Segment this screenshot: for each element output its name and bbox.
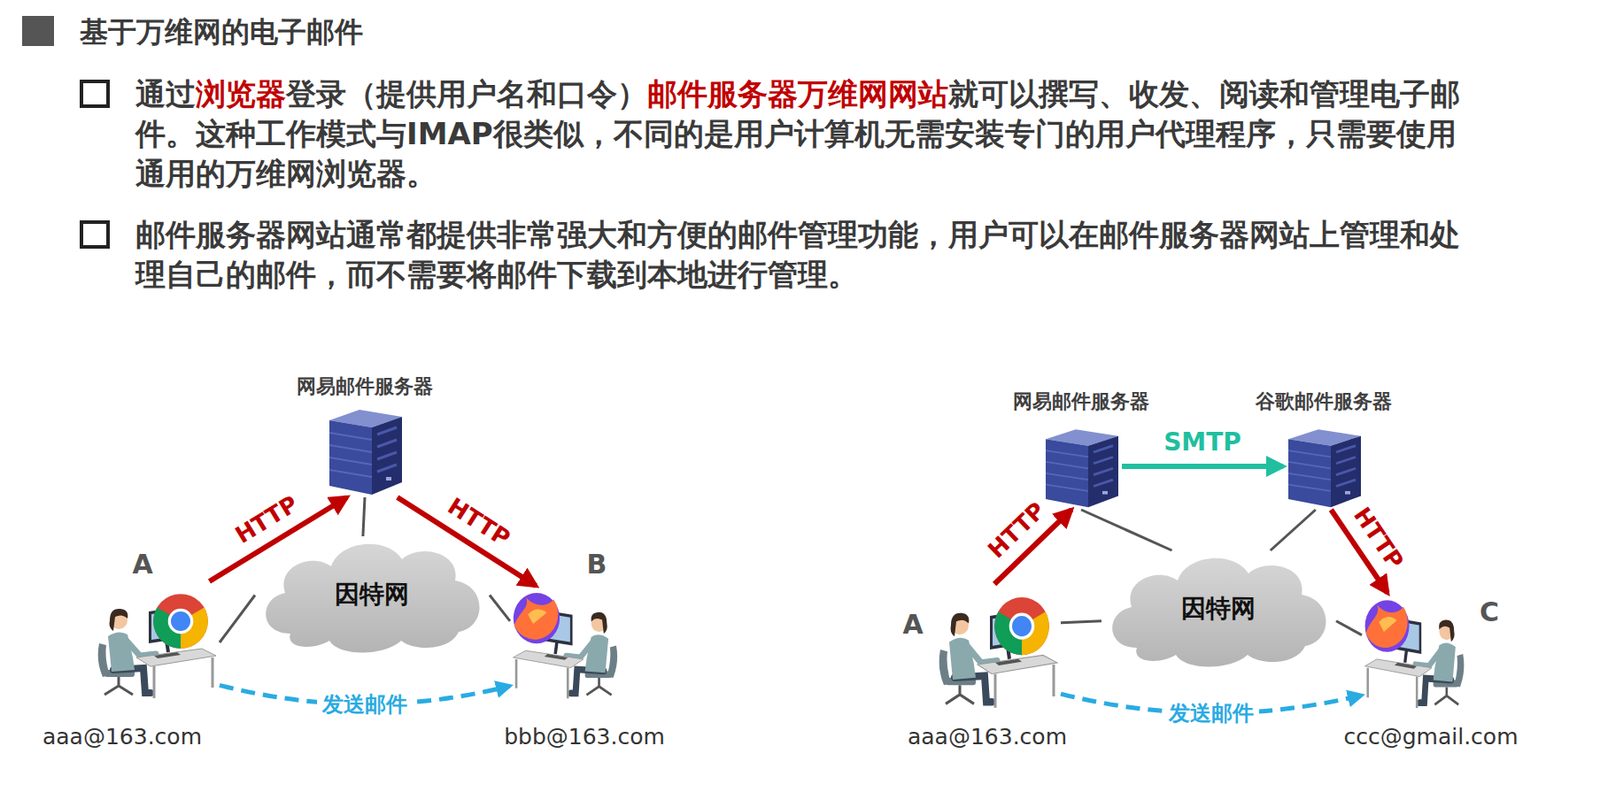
email-label: aaa@163.com <box>907 724 1067 750</box>
edge-label: HTTP <box>230 490 302 549</box>
letter-label: B <box>587 548 608 580</box>
network-link <box>1270 510 1316 551</box>
protocol-arrow <box>1121 463 1284 470</box>
edge-label: 发送邮件 <box>1163 699 1260 728</box>
letter-label: A <box>902 609 923 641</box>
body-text: 登录（提供用户名和口令） <box>285 76 648 112</box>
email-label: ccc@gmail.com <box>1343 724 1518 750</box>
highlight-text: 邮件服务器万维网网站 <box>647 76 949 112</box>
pB-icon <box>1361 593 1469 714</box>
bullet-paragraph: 通过浏览器登录（提供用户名和口令）邮件服务器万维网网站就可以撰写、收发、阅读和管… <box>135 74 1477 194</box>
network-link <box>1081 510 1173 551</box>
pA-icon <box>92 581 220 704</box>
checkbox-bullet <box>81 222 109 248</box>
edge-label: 发送邮件 <box>316 690 413 719</box>
user-host: Aaaa@163.com <box>92 581 220 704</box>
mail-server: 网易邮件服务器 <box>1040 423 1122 511</box>
body-text: 邮件服务器网站通常都提供非常强大和方便的邮件管理功能，用户可以在邮件服务器网站上… <box>135 216 1461 293</box>
title-bullet <box>22 15 55 47</box>
cloud-label: 因特网 <box>334 578 410 612</box>
user-host: Aaaa@163.com <box>933 584 1061 714</box>
user-host: Bbbb@163.com <box>510 586 623 704</box>
network-link <box>363 497 365 537</box>
edge-label: SMTP <box>1163 427 1242 457</box>
srv-label: 谷歌邮件服务器 <box>1255 388 1392 416</box>
bullet-paragraph: 邮件服务器网站通常都提供非常强大和方便的邮件管理功能，用户可以在邮件服务器网站上… <box>135 215 1477 295</box>
internet-cloud: 因特网 <box>255 536 490 655</box>
network-link <box>219 595 256 644</box>
slide-title: 基于万维网的电子邮件 <box>79 13 364 51</box>
server-icon <box>1283 423 1365 511</box>
pB-icon <box>510 586 623 704</box>
user-host: Cccc@gmail.com <box>1361 593 1469 714</box>
network-link <box>1336 621 1362 636</box>
edge-label: HTTP <box>443 493 516 553</box>
letter-label: C <box>1479 596 1500 628</box>
srv-label: 网易邮件服务器 <box>1012 388 1150 416</box>
edge-label: HTTP <box>1348 502 1409 574</box>
cloud-label: 因特网 <box>1181 592 1256 627</box>
mail-server: 谷歌邮件服务器 <box>1283 423 1365 511</box>
edge-label: HTTP <box>982 497 1051 565</box>
email-label: aaa@163.com <box>42 724 202 750</box>
highlight-text: 浏览器 <box>195 76 286 112</box>
letter-label: A <box>131 548 153 580</box>
network-link <box>1060 621 1102 624</box>
srv-label: 网易邮件服务器 <box>296 373 433 401</box>
server-icon <box>324 402 406 498</box>
body-text: 通过 <box>135 76 196 112</box>
pA-icon <box>933 584 1061 714</box>
network-link <box>489 595 511 622</box>
internet-cloud: 因特网 <box>1101 550 1337 669</box>
mail-server: 网易邮件服务器 <box>324 402 406 498</box>
email-label: bbb@163.com <box>503 724 665 750</box>
checkbox-bullet <box>81 81 109 107</box>
server-icon <box>1040 423 1122 511</box>
